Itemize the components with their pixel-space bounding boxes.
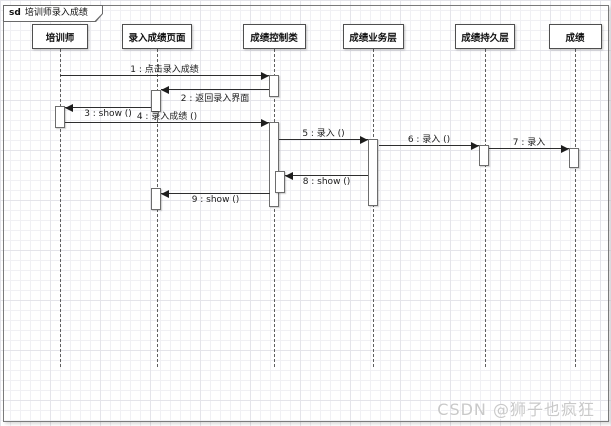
activation-bar [368, 139, 378, 206]
message-label: 2 : 返回录入界面 [180, 94, 250, 104]
activation-bar [55, 106, 65, 128]
activation-bar [569, 148, 579, 168]
lifeline-head-box: 成绩业务层 [342, 24, 404, 49]
lifeline-line [373, 49, 374, 367]
message-arrowhead-icon [261, 118, 269, 127]
frame-keyword: sd [9, 8, 21, 18]
message-arrowhead-icon [65, 103, 73, 112]
watermark-text: CSDN @狮子也疯狂 [437, 400, 595, 419]
message-label: 1 : 点击录入成绩 [130, 65, 199, 75]
activation-bar [479, 145, 489, 166]
message-label: 8 : show () [302, 177, 351, 187]
activation-bar [151, 90, 161, 112]
activation-bar [269, 75, 279, 97]
lifeline-head-box: 成绩持久层 [455, 24, 515, 49]
lifeline-line [60, 49, 61, 367]
message-arrowhead-icon [261, 71, 269, 80]
message-label: 4 : 录入成绩 () [136, 112, 198, 122]
message-label: 5 : 录入 () [302, 129, 345, 139]
message-line [65, 122, 269, 123]
sequence-frame-border [3, 5, 609, 422]
message-line [379, 145, 479, 146]
message-line [279, 139, 368, 140]
lifeline-line [274, 49, 275, 367]
message-arrowhead-icon [561, 144, 569, 153]
activation-bar [269, 122, 279, 207]
message-line [489, 148, 569, 149]
lifeline-head-box: 录入成绩页面 [122, 24, 192, 49]
lifeline-head-box: 成绩 [548, 24, 602, 49]
lifeline-head-box: 成绩控制类 [242, 24, 306, 49]
message-line [60, 75, 269, 76]
activation-bar [151, 188, 161, 210]
message-label: 3 : show () [84, 109, 132, 119]
message-label: 6 : 录入 () [407, 135, 451, 145]
lifeline-head-box: 培训师 [32, 24, 88, 49]
message-arrowhead-icon [161, 189, 169, 198]
lifeline-line [575, 49, 576, 367]
message-line [65, 107, 151, 108]
lifeline-line [485, 49, 486, 367]
message-line [161, 193, 270, 194]
message-arrowhead-icon [360, 135, 368, 144]
message-line [161, 89, 269, 90]
message-arrowhead-icon [161, 85, 169, 94]
activation-bar [275, 171, 285, 193]
message-arrowhead-icon [471, 141, 479, 150]
message-line [285, 175, 368, 176]
message-arrowhead-icon [285, 171, 293, 180]
frame-title: 培训师录入成绩 [24, 8, 88, 18]
message-label: 7 : 录入 [512, 138, 546, 148]
message-label: 9 : show () [191, 195, 240, 205]
